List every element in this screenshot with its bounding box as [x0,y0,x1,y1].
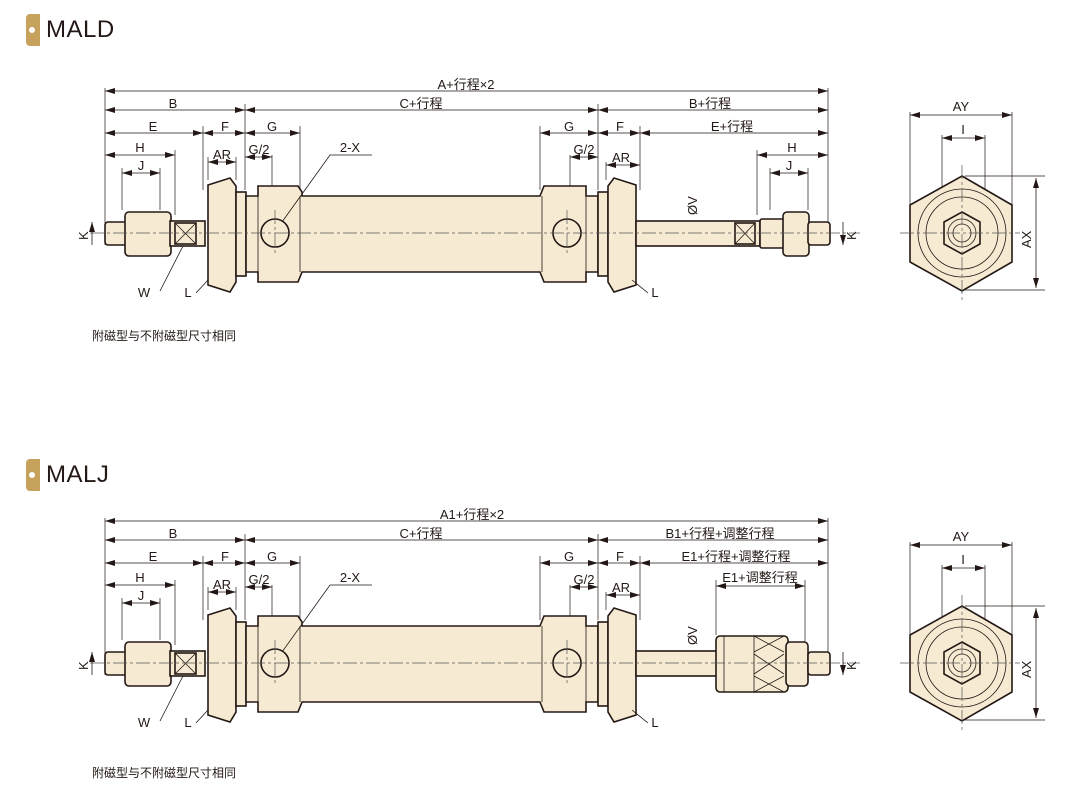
dim-G2-label: G/2 [249,142,270,157]
W-label: W [138,285,151,300]
dim-H-label: H [135,140,144,155]
dim-V-label: ØV [685,196,700,215]
dim-AR-label: AR [213,577,231,592]
section-title-text: MALJ [46,461,110,488]
dim-C-label: C+行程 [400,96,443,111]
cylinder-body [245,615,599,713]
head-flange-left [235,191,247,277]
dim-F-right-label: F [616,119,624,134]
section-tag-icon [26,14,40,46]
head-nut-left [207,177,237,293]
side-view: A+行程×2 B C+行程 B+行程 E F G G F E+行程 H G/2 … [76,77,860,300]
head-nut-left [207,607,237,723]
dim-F-label: F [221,549,229,564]
malj-drawing: A1+行程×2 B C+行程 B1+行程+调整行程 E F G G F E1+行… [76,507,1045,730]
rod-nut-left [124,641,172,687]
head-flange-right [597,191,609,277]
section-title-mald: MALD [26,14,115,46]
end-view: AY I AX [900,99,1045,300]
dim-K-right-label: K [844,661,859,670]
dim-AY-label: AY [953,99,970,114]
port-X-label: 2-X [340,140,361,155]
dim-AR-right-label: AR [612,150,630,165]
dim-G2-right-label: G/2 [574,572,595,587]
side-view: A1+行程×2 B C+行程 B1+行程+调整行程 E F G G F E1+行… [76,507,860,730]
rod-right [635,650,721,677]
dim-E-label: E [149,549,158,564]
dim-J-label: J [138,158,145,173]
dim-G-right-label: G [564,119,574,134]
dim-J-label: J [138,588,145,603]
section-tag-icon [26,459,40,491]
dim-AX-label: AX [1019,660,1034,678]
dim-K-label: K [76,231,91,240]
dim-AY-label: AY [953,529,970,544]
dim-V-label: ØV [685,626,700,645]
dim-B-label: B [169,96,178,111]
head-nut-right [607,177,637,293]
dim-I-label: I [961,122,965,137]
dim-E-right-label: E+行程 [711,119,753,134]
dim-G2-label: G/2 [249,572,270,587]
L-right-label: L [651,715,658,730]
L-label: L [184,285,191,300]
cylinder-body [245,185,599,283]
L-label: L [184,715,191,730]
dim-H-right-label: H [787,140,796,155]
rod-tip-right [807,221,831,246]
dim-E-label: E [149,119,158,134]
L-right-label: L [651,285,658,300]
rod-nut-right [782,211,810,257]
dim-I-label: I [961,552,965,567]
dim-K-label: K [76,661,91,670]
head-flange-right [597,621,609,707]
dim-G-right-label: G [564,549,574,564]
dim-K-right-label: K [844,231,859,240]
section-note: 附磁型与不附磁型尺寸相同 [92,329,237,343]
rod-tip-right [807,651,831,676]
dim-AR-right-label: AR [612,580,630,595]
rod-thread-left [104,651,128,676]
dim-G-label: G [267,549,277,564]
dim-H-label: H [135,570,144,585]
dim-J-right-label: J [786,158,793,173]
dim-B-label: B [169,526,178,541]
dim-F-label: F [221,119,229,134]
rod-nut-right [785,641,809,687]
dim-C-label: C+行程 [400,526,443,541]
dim-E1-adjust-label: E1+调整行程 [722,570,798,585]
dim-A1-label: A1+行程×2 [440,507,504,522]
head-nut-right [607,607,637,723]
mald-drawing: A+行程×2 B C+行程 B+行程 E F G G F E+行程 H G/2 … [76,77,1045,300]
dim-B-right-label: B+行程 [689,96,731,111]
dim-AX-label: AX [1019,230,1034,248]
dim-AR-label: AR [213,147,231,162]
dim-F-right-label: F [616,549,624,564]
rod-thread-left [104,221,128,246]
section-title-malj: MALJ [26,459,109,491]
head-flange-left [235,621,247,707]
port-X-label: 2-X [340,570,361,585]
dim-A-label: A+行程×2 [437,77,494,92]
dim-E1-right-label: E1+行程+调整行程 [681,549,790,564]
dim-G-label: G [267,119,277,134]
dim-B1-right-label: B1+行程+调整行程 [665,526,774,541]
section-note: 附磁型与不附磁型尺寸相同 [92,766,237,780]
W-label: W [138,715,151,730]
dim-G2-right-label: G/2 [574,142,595,157]
rod-nut-left [124,211,172,257]
stroke-adjuster [715,635,789,693]
section-title-text: MALD [46,16,115,43]
end-view: AY I AX [900,529,1045,730]
